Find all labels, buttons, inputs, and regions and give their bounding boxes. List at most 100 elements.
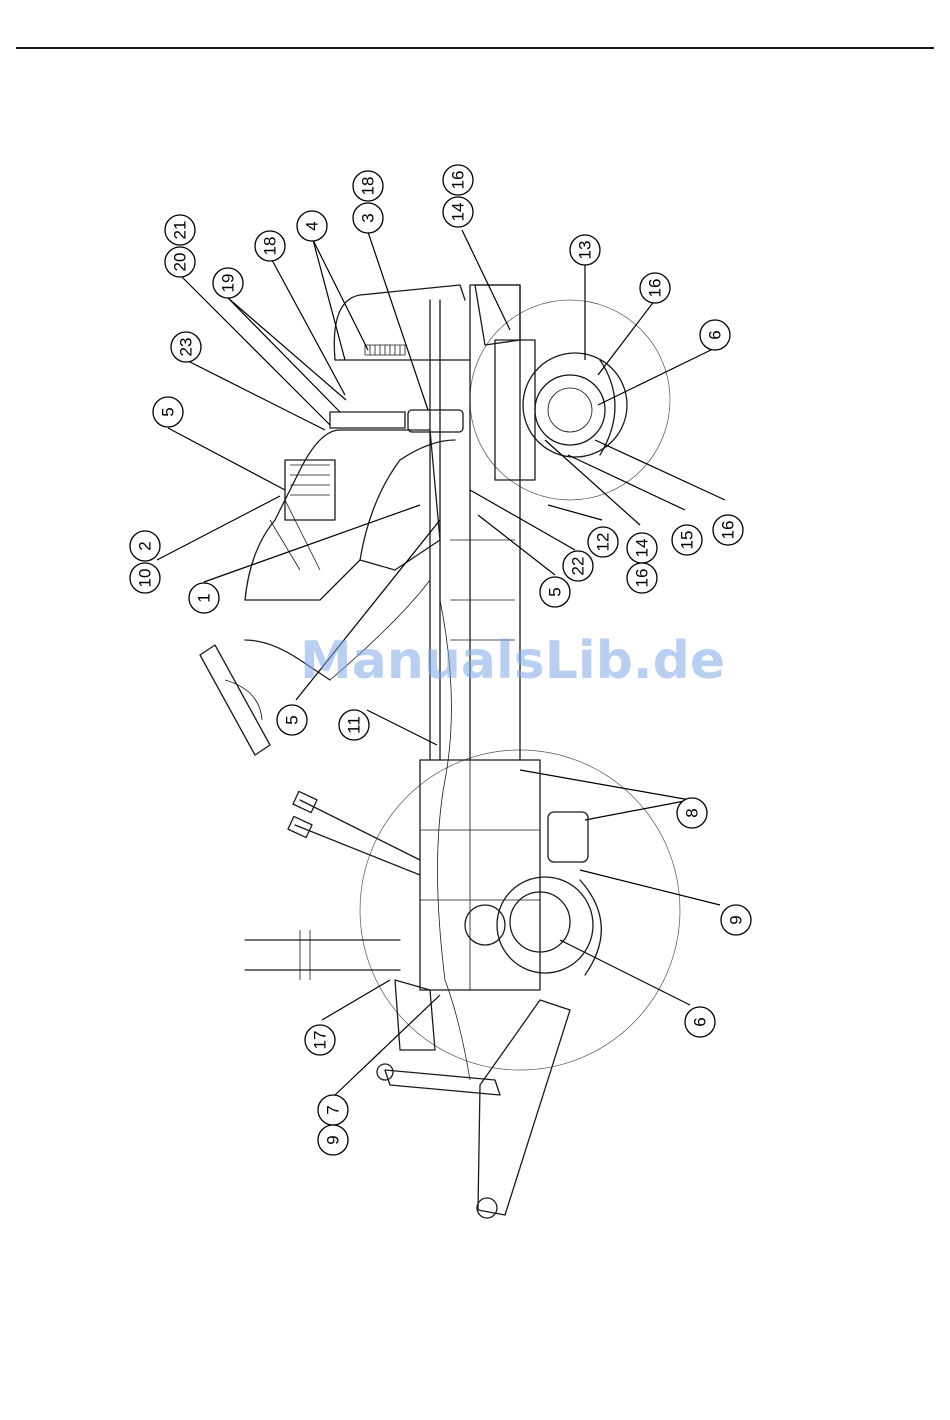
callout-number: 21 (171, 221, 190, 240)
callout-number: 14 (449, 203, 468, 222)
leader-22 (470, 490, 575, 550)
grille-fins (370, 345, 400, 355)
callout-c18b: 18 (353, 171, 383, 201)
callout-number: 14 (633, 539, 652, 558)
callout-number: 20 (171, 253, 190, 272)
leader-6-rear (560, 940, 690, 1005)
leader-5-top (168, 428, 285, 490)
callout-number: 8 (683, 808, 702, 817)
callout-c4: 4 (297, 211, 327, 241)
front-hub-center (548, 388, 592, 432)
transmission-panels (420, 760, 540, 990)
callout-number: 6 (691, 1017, 710, 1026)
battery-box (285, 460, 335, 520)
leader-6-front (598, 348, 715, 405)
callout-number: 18 (359, 177, 378, 196)
rear-tyre-arc (580, 880, 601, 975)
callout-number: 6 (706, 330, 725, 339)
callout-number: 4 (303, 221, 322, 230)
platform-panel (245, 430, 440, 600)
callout-number: 16 (646, 279, 665, 298)
chassis-crossmember (450, 540, 515, 640)
callout-c18a: 18 (255, 231, 285, 261)
transmission-housing (420, 760, 540, 990)
callout-number: 22 (569, 557, 588, 576)
gear-lever-rods (295, 800, 420, 875)
lower-link-ball (477, 1198, 497, 1218)
callout-c10: 10 (130, 563, 160, 593)
callout-number: 7 (324, 1105, 343, 1114)
rear-wheel-outline (360, 750, 680, 1070)
callout-c16a: 16 (443, 165, 473, 195)
steering-wheel-hub (225, 680, 262, 720)
leader-20-21 (180, 275, 330, 425)
callout-c23: 23 (171, 332, 201, 362)
leader-5-mid (478, 515, 555, 575)
leader-17 (322, 980, 390, 1020)
front-wheel-outline (470, 300, 670, 500)
leader-3-18 (368, 232, 428, 410)
callout-number: 1 (195, 593, 214, 602)
callout-c1: 1 (189, 583, 219, 613)
leader-18 (272, 260, 345, 395)
callout-c20: 20 (165, 247, 195, 277)
leader-12 (548, 505, 602, 520)
callout-c5c: 5 (277, 705, 307, 735)
leader-15 (568, 455, 685, 510)
steering-column-cover (360, 440, 455, 560)
filter-housing (330, 412, 405, 428)
leader-19 (228, 298, 346, 412)
callout-c16b: 16 (640, 273, 670, 303)
callout-c12: 12 (588, 527, 618, 557)
rear-hub-outer (497, 877, 593, 973)
lift-rod (385, 1070, 500, 1095)
leader-14-16 (462, 230, 510, 330)
callout-c6a: 6 (700, 320, 730, 350)
callout-c6b: 6 (685, 1007, 715, 1037)
callout-c19: 19 (213, 268, 243, 298)
callout-c8: 8 (677, 798, 707, 828)
front-axle-housing (495, 340, 535, 480)
callout-c9b: 9 (318, 1125, 348, 1155)
callout-c15: 15 (672, 525, 702, 555)
lower-link-arm (478, 1000, 570, 1215)
leader-11 (367, 710, 437, 745)
callout-number: 5 (159, 407, 178, 416)
drawbar-clamp (300, 930, 310, 980)
leader-1 (204, 505, 420, 582)
callout-number: 17 (311, 1031, 330, 1050)
callout-number: 18 (261, 237, 280, 256)
callout-number: 3 (359, 213, 378, 222)
leader-8 (520, 770, 690, 820)
filter-canister (408, 410, 463, 432)
callout-c3: 3 (353, 203, 383, 233)
leader-4 (313, 240, 368, 360)
leader-23 (186, 360, 325, 430)
callout-number: 16 (719, 521, 738, 540)
callout-c16d: 16 (627, 563, 657, 593)
callout-c14b: 14 (627, 533, 657, 563)
callout-c7: 7 (318, 1095, 348, 1125)
callout-c22: 22 (563, 551, 593, 581)
drawbar-tube (245, 940, 400, 970)
watermark-text: ManualsLib.de (300, 631, 725, 691)
steering-wheel-rim (200, 645, 270, 755)
callout-c5b: 5 (540, 577, 570, 607)
callout-number: 15 (678, 531, 697, 550)
callout-number: 12 (594, 533, 613, 552)
callout-c5a: 5 (153, 397, 183, 427)
battery-ribs (290, 465, 330, 495)
rear-filter-canister (548, 812, 588, 862)
front-bracket (475, 285, 520, 345)
callout-number: 9 (324, 1135, 343, 1144)
callout-number: 9 (727, 915, 746, 924)
callout-c11: 11 (339, 710, 369, 740)
callout-number: 16 (449, 171, 468, 190)
callout-number: 23 (177, 338, 196, 357)
callout-number: 19 (219, 274, 238, 293)
callout-c14a: 14 (443, 197, 473, 227)
leader-9-right (580, 870, 720, 905)
callout-c16c: 16 (713, 515, 743, 545)
callout-number: 13 (576, 241, 595, 260)
